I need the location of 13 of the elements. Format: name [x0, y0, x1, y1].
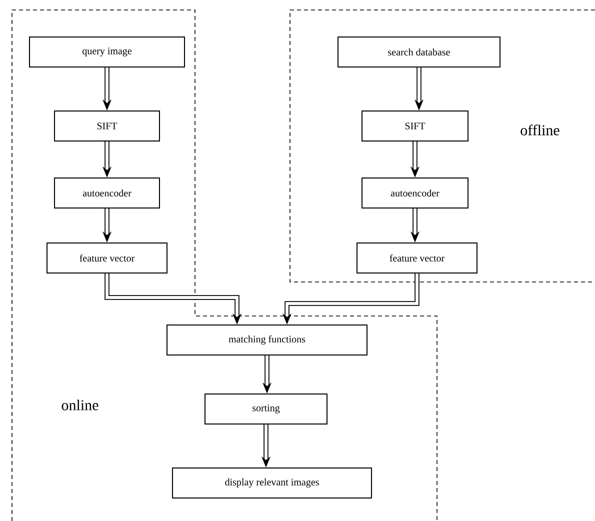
process-box: query image	[29, 36, 185, 68]
process-box: search database	[338, 36, 500, 68]
process-box: feature vector	[356, 242, 478, 274]
process-box: autoencoder	[362, 178, 468, 208]
process-box: autoencoder	[54, 178, 160, 208]
process-box: display relevant images	[172, 467, 372, 498]
process-box: SIFT	[54, 110, 160, 142]
region-label: online	[62, 400, 98, 410]
region-label: offline	[520, 124, 560, 136]
process-box: feature vector	[46, 242, 168, 274]
process-box: matching functions	[166, 324, 368, 356]
process-box: sorting	[204, 393, 328, 424]
process-box: SIFT	[362, 110, 468, 142]
